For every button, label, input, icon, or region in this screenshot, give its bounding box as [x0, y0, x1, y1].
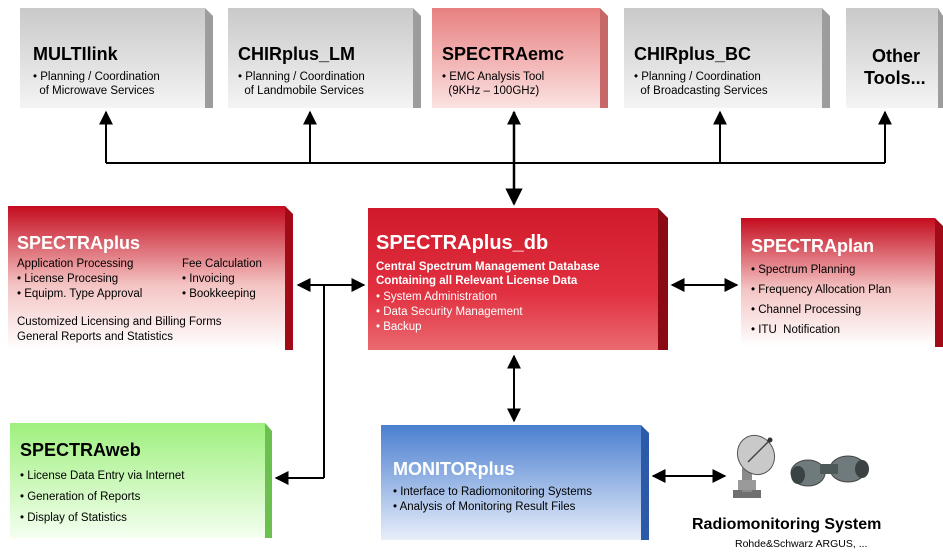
spectraemc-title: SPECTRAemc — [442, 44, 565, 64]
web-item-1: • License Data Entry via Internet — [20, 470, 185, 482]
spectraweb-title: SPECTRAweb — [20, 440, 141, 460]
plan-item-3: • Channel Processing — [751, 304, 862, 316]
chirplus-lm-line-2: of Landmobile Services — [238, 85, 364, 97]
spectraplus-footer-1: General Reports and Statistics — [17, 331, 173, 343]
monitor-item-1: • Interface to Radiomonitoring Systems — [393, 486, 592, 498]
satellite-dish-icon — [733, 434, 776, 498]
box-spectraweb-shape — [10, 423, 272, 538]
spectraemc-line-2: (9KHz – 100GHz) — [442, 85, 540, 97]
radiomonitoring-title: Radiomonitoring System — [692, 516, 882, 533]
other-tools-title-1: Other — [872, 46, 921, 66]
box-db-shape — [368, 208, 668, 350]
binoculars-icon — [790, 455, 869, 487]
monitor-item-2: • Analysis of Monitoring Result Files — [393, 501, 576, 513]
spectraplus-col2-1: • Invoicing — [182, 273, 235, 285]
box-monitorplus: MONITORplus • Interface to Radiomonitori… — [381, 425, 641, 540]
chirplus-lm-line-1: • Planning / Coordination — [238, 71, 365, 83]
box-spectraplus-shape — [8, 206, 293, 350]
box-multilink: MULTIlink • Planning / Coordination of M… — [20, 8, 205, 108]
spectraplus-col1-0: Application Processing — [17, 258, 134, 270]
monitorplus-title: MONITORplus — [393, 459, 515, 479]
db-item-1: • System Administration — [376, 291, 497, 303]
radiomonitoring-subtitle: Rohde&Schwarz ARGUS, ... — [735, 538, 868, 550]
box-chirplus-bc-shape — [624, 8, 830, 108]
box-spectraweb: SPECTRAweb • License Data Entry via Inte… — [10, 423, 265, 538]
box-spectraemc-shape — [432, 8, 608, 108]
box-spectraplus: SPECTRAplus Application Processing • Lic… — [8, 206, 285, 350]
spectraplus-col1-1: • License Procesing — [17, 273, 119, 285]
box-spectraplan-shape — [741, 218, 943, 347]
chirplus-bc-line-1: • Planning / Coordination — [634, 71, 761, 83]
spectraplus-col2-0: Fee Calculation — [182, 258, 262, 270]
web-item-2: • Generation of Reports — [20, 491, 141, 503]
plan-item-2: • Frequency Allocation Plan — [751, 284, 892, 296]
plan-item-1: • Spectrum Planning — [751, 264, 856, 276]
chirplus-lm-title: CHIRplus_LM — [238, 44, 355, 64]
other-tools-title-2: Tools... — [864, 68, 926, 88]
spectraplus-col1-2: • Equipm. Type Approval — [17, 288, 143, 300]
box-spectraplan: SPECTRAplan • Spectrum Planning • Freque… — [741, 218, 935, 347]
spectraplan-title: SPECTRAplan — [751, 236, 875, 256]
box-chirplus-bc: CHIRplus_BC • Planning / Coordination of… — [624, 8, 822, 108]
spectraplus-col2-2: • Bookkeeping — [182, 288, 256, 300]
box-multilink-shape — [20, 8, 213, 108]
box-chirplus-lm: CHIRplus_LM • Planning / Coordination of… — [228, 8, 413, 108]
box-chirplus-lm-shape — [228, 8, 421, 108]
db-item-2: • Data Security Management — [376, 306, 523, 318]
chirplus-bc-line-2: of Broadcasting Services — [634, 85, 768, 97]
web-item-3: • Display of Statistics — [20, 512, 127, 524]
db-item-3: • Backup — [376, 321, 422, 333]
multilink-line-2: of Microwave Services — [33, 85, 155, 97]
db-title: SPECTRAplus_db — [376, 232, 549, 254]
box-spectraplus-db: SPECTRAplus_db Central Spectrum Manageme… — [368, 208, 658, 350]
spectraemc-line-1: • EMC Analysis Tool — [442, 71, 545, 83]
db-bold-line-1: Central Spectrum Management Database — [376, 261, 600, 273]
box-other-tools: Other Tools... — [846, 8, 938, 108]
box-other-tools-shape — [846, 8, 943, 108]
box-monitorplus-shape — [381, 425, 649, 540]
plan-item-4: • ITU Notification — [751, 324, 841, 336]
spectraplus-footer-0: Customized Licensing and Billing Forms — [17, 316, 222, 328]
chirplus-bc-title: CHIRplus_BC — [634, 44, 752, 64]
connectors — [99, 110, 892, 485]
spectraplus-title: SPECTRAplus — [17, 233, 141, 253]
db-bold-line-2: Containing all Relevant License Data — [376, 275, 578, 287]
multilink-title: MULTIlink — [33, 44, 118, 64]
box-spectraemc: SPECTRAemc • EMC Analysis Tool (9KHz – 1… — [432, 8, 600, 108]
multilink-line-1: • Planning / Coordination — [33, 71, 160, 83]
